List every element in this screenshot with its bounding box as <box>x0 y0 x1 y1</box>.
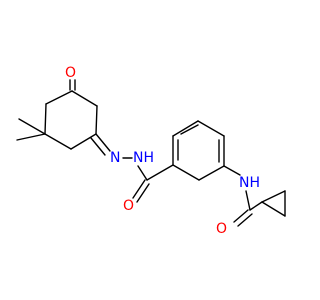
molecule-diagram: O N NH O NH <box>16 65 286 237</box>
methyl-bond <box>16 133 46 141</box>
carbonyl-ring-bond <box>146 164 174 181</box>
double-bond <box>237 213 253 227</box>
ketone-oxygen-label: O <box>65 65 76 81</box>
ring-bond <box>44 103 47 135</box>
ring-bond <box>44 133 72 150</box>
ketone-group: O <box>65 65 76 91</box>
methyl-bond <box>18 118 46 135</box>
nh-carbonyl-bond <box>137 165 148 181</box>
hydrazone-linker: N NH <box>90 133 154 181</box>
amide-carbonyl: O <box>216 209 253 237</box>
amide-linker: NH <box>223 165 260 211</box>
ring-nh-bond <box>223 165 241 176</box>
ring-bond <box>261 201 286 217</box>
double-bond <box>90 137 106 156</box>
ring-bond <box>70 133 97 150</box>
hydrazone-nitrogen-label: N <box>110 150 120 166</box>
ring-bond <box>197 120 225 137</box>
ring-bond <box>45 90 73 105</box>
hydrazide-nh-label: NH <box>133 150 154 166</box>
amide-nh-label: NH <box>239 175 260 191</box>
ring-bond <box>172 164 200 181</box>
double-bond <box>233 209 249 223</box>
benzene-ring <box>172 120 225 181</box>
amide-oxygen-label: O <box>216 221 227 237</box>
double-bond <box>132 179 146 199</box>
nh-carbonyl-bond <box>245 190 251 211</box>
ring-bond <box>261 190 286 203</box>
ring-bond <box>95 105 98 135</box>
double-bond <box>95 133 111 152</box>
hydrazide-carbonyl: O <box>123 164 174 214</box>
cyclopropyl-ring <box>249 190 286 217</box>
ring-bond <box>172 120 199 137</box>
cyclohexanone-ring <box>44 90 98 150</box>
ring-bond <box>71 90 98 107</box>
carbonyl-oxygen-label: O <box>123 198 134 214</box>
carbonyl-cyclopropyl-bond <box>249 201 263 211</box>
gem-dimethyl <box>16 118 46 141</box>
ring-bond <box>198 165 225 181</box>
double-bond <box>136 183 150 203</box>
aromatic-inner-bond <box>180 124 199 135</box>
